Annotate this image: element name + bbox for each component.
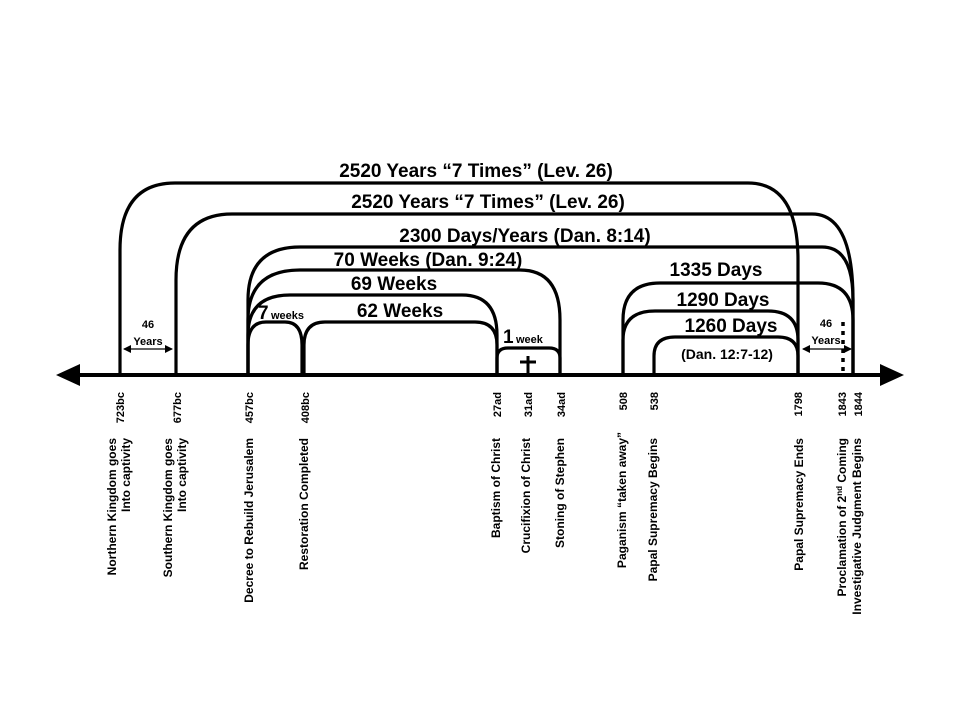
event-proclamation: Proclamation of 2nd Coming <box>835 438 849 596</box>
arc-69-weeks <box>246 293 499 375</box>
label-7-weeks-number: 7 <box>258 303 269 324</box>
label-70-weeks: 70 Weeks (Dan. 9:24) <box>334 250 523 271</box>
date-1798: 1798 <box>793 392 805 416</box>
label-2520-years-b: 2520 Years “7 Times” (Lev. 26) <box>351 192 625 213</box>
date-408bc: 408bc <box>300 392 312 423</box>
date-1843: 1843 <box>837 392 849 416</box>
date-508: 508 <box>618 392 630 410</box>
date-457bc: 457bc <box>244 392 256 423</box>
date-34ad: 34ad <box>556 392 568 417</box>
event-papal-begins: Papal Supremacy Begins <box>646 438 660 582</box>
date-677bc: 677bc <box>172 392 184 423</box>
arrow-left-icon <box>56 364 80 386</box>
label-2300-years: 2300 Days/Years (Dan. 8:14) <box>399 226 650 247</box>
event-restoration: Restoration Completed <box>297 438 311 570</box>
label-2520-years-a: 2520 Years “7 Times” (Lev. 26) <box>339 161 613 182</box>
date-31ad: 31ad <box>523 392 535 417</box>
gap-left-number: 46 <box>142 319 154 331</box>
event-southern-kingdom-line2: Into captivity <box>175 438 189 512</box>
event-paganism: Paganism “taken away” <box>615 432 629 568</box>
event-stoning: Stoning of Stephen <box>553 438 567 548</box>
arc-62-weeks <box>302 320 499 375</box>
label-1335-days: 1335 Days <box>670 260 763 281</box>
proclamation-coming: Coming <box>835 438 849 486</box>
label-1-week-unit: week <box>515 334 544 346</box>
arrow-right-icon <box>880 364 904 386</box>
arc-1335-days <box>621 281 855 375</box>
date-1844: 1844 <box>853 391 865 416</box>
date-538: 538 <box>649 392 661 410</box>
arc-2520-years-b <box>174 212 855 375</box>
proclamation-superscript: nd <box>835 486 844 496</box>
event-northern-kingdom-line2: Into captivity <box>119 438 133 512</box>
event-crucifixion: Crucifixion of Christ <box>519 438 533 553</box>
event-investigative-judgment: Investigative Judgment Begins <box>850 438 864 615</box>
arc-1290-days <box>621 309 800 375</box>
label-1290-days: 1290 Days <box>677 290 770 311</box>
arrowhead-icon <box>123 345 131 353</box>
arc-2300-years <box>246 245 855 375</box>
date-723bc: 723bc <box>115 392 127 423</box>
proclamation-text: Proclamation of 2 <box>835 495 849 596</box>
arrowhead-icon <box>802 345 810 353</box>
arrowhead-icon <box>165 345 173 353</box>
label-dan-12: (Dan. 12:7-12) <box>681 346 773 362</box>
arc-7-weeks <box>246 320 304 375</box>
label-7-weeks-unit: weeks <box>270 310 304 322</box>
arc-2520-years-a <box>118 181 800 375</box>
gap-left-unit: Years <box>133 336 162 348</box>
label-69-weeks: 69 Weeks <box>351 274 437 295</box>
label-62-weeks: 62 Weeks <box>357 301 443 322</box>
event-baptism: Baptism of Christ <box>489 438 503 538</box>
arc-70-weeks <box>246 268 562 375</box>
gap-right-unit: Years <box>811 335 840 347</box>
event-decree: Decree to Rebuild Jerusalem <box>242 438 256 603</box>
event-papal-ends: Papal Supremacy Ends <box>792 438 806 571</box>
arc-1-week <box>495 346 562 375</box>
event-northern-kingdom-line1: Northern Kingdom goes <box>105 438 119 576</box>
label-1260-days: 1260 Days <box>685 316 778 337</box>
arrowhead-icon <box>844 345 852 353</box>
date-27ad: 27ad <box>492 392 504 417</box>
label-1-week-number: 1 <box>503 327 514 348</box>
arc-1260-days <box>652 335 800 375</box>
event-southern-kingdom-line1: Southern Kingdom goes <box>161 438 175 578</box>
gap-right-number: 46 <box>820 318 832 330</box>
